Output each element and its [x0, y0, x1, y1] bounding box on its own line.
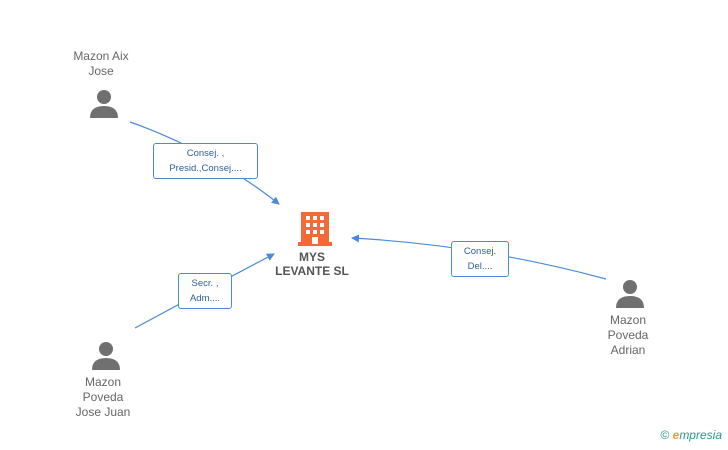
role-label-poveda-adrian[interactable]: Consej. Del....: [451, 241, 509, 277]
role-line: Consej. ,: [186, 148, 225, 159]
brand-logo-text: mpresia: [679, 428, 722, 442]
person-name-line: Jose Juan: [75, 405, 131, 419]
person-name-aix: Mazon Aix Jose: [41, 49, 161, 79]
role-line: Del....: [467, 261, 493, 272]
person-name-line: Mazon: [609, 313, 647, 327]
person-name-line: Adrian: [610, 343, 646, 357]
role-line: Presid.,Consej....: [169, 163, 242, 174]
company-name-line: MYS: [298, 250, 325, 264]
company-name[interactable]: MYS LEVANTE SL: [252, 250, 372, 278]
role-line: Consej.: [463, 246, 497, 257]
person-name-poveda-jose-juan: Mazon Poveda Jose Juan: [43, 375, 163, 420]
person-name-line: Mazon: [84, 375, 122, 389]
building-icon[interactable]: [298, 210, 332, 246]
brand-logo-e: e: [672, 428, 680, 442]
role-line: Secr. ,: [191, 278, 219, 289]
person-icon[interactable]: [91, 340, 121, 370]
role-line: Adm....: [189, 293, 221, 304]
person-name-poveda-adrian: Mazon Poveda Adrian: [568, 313, 688, 358]
company-name-line: LEVANTE SL: [275, 264, 349, 278]
person-name-line: Poveda: [607, 328, 649, 342]
copyright-symbol: ©: [660, 428, 670, 442]
person-name-line: Mazon Aix: [73, 49, 129, 63]
person-name-line: Poveda: [82, 390, 124, 404]
role-label-poveda-jose-juan[interactable]: Secr. , Adm....: [178, 273, 232, 309]
brand-watermark: © empresia: [660, 428, 722, 442]
person-name-line: Jose: [88, 64, 114, 78]
person-icon[interactable]: [615, 278, 645, 308]
person-icon[interactable]: [89, 88, 119, 118]
role-label-aix[interactable]: Consej. , Presid.,Consej....: [153, 143, 258, 179]
